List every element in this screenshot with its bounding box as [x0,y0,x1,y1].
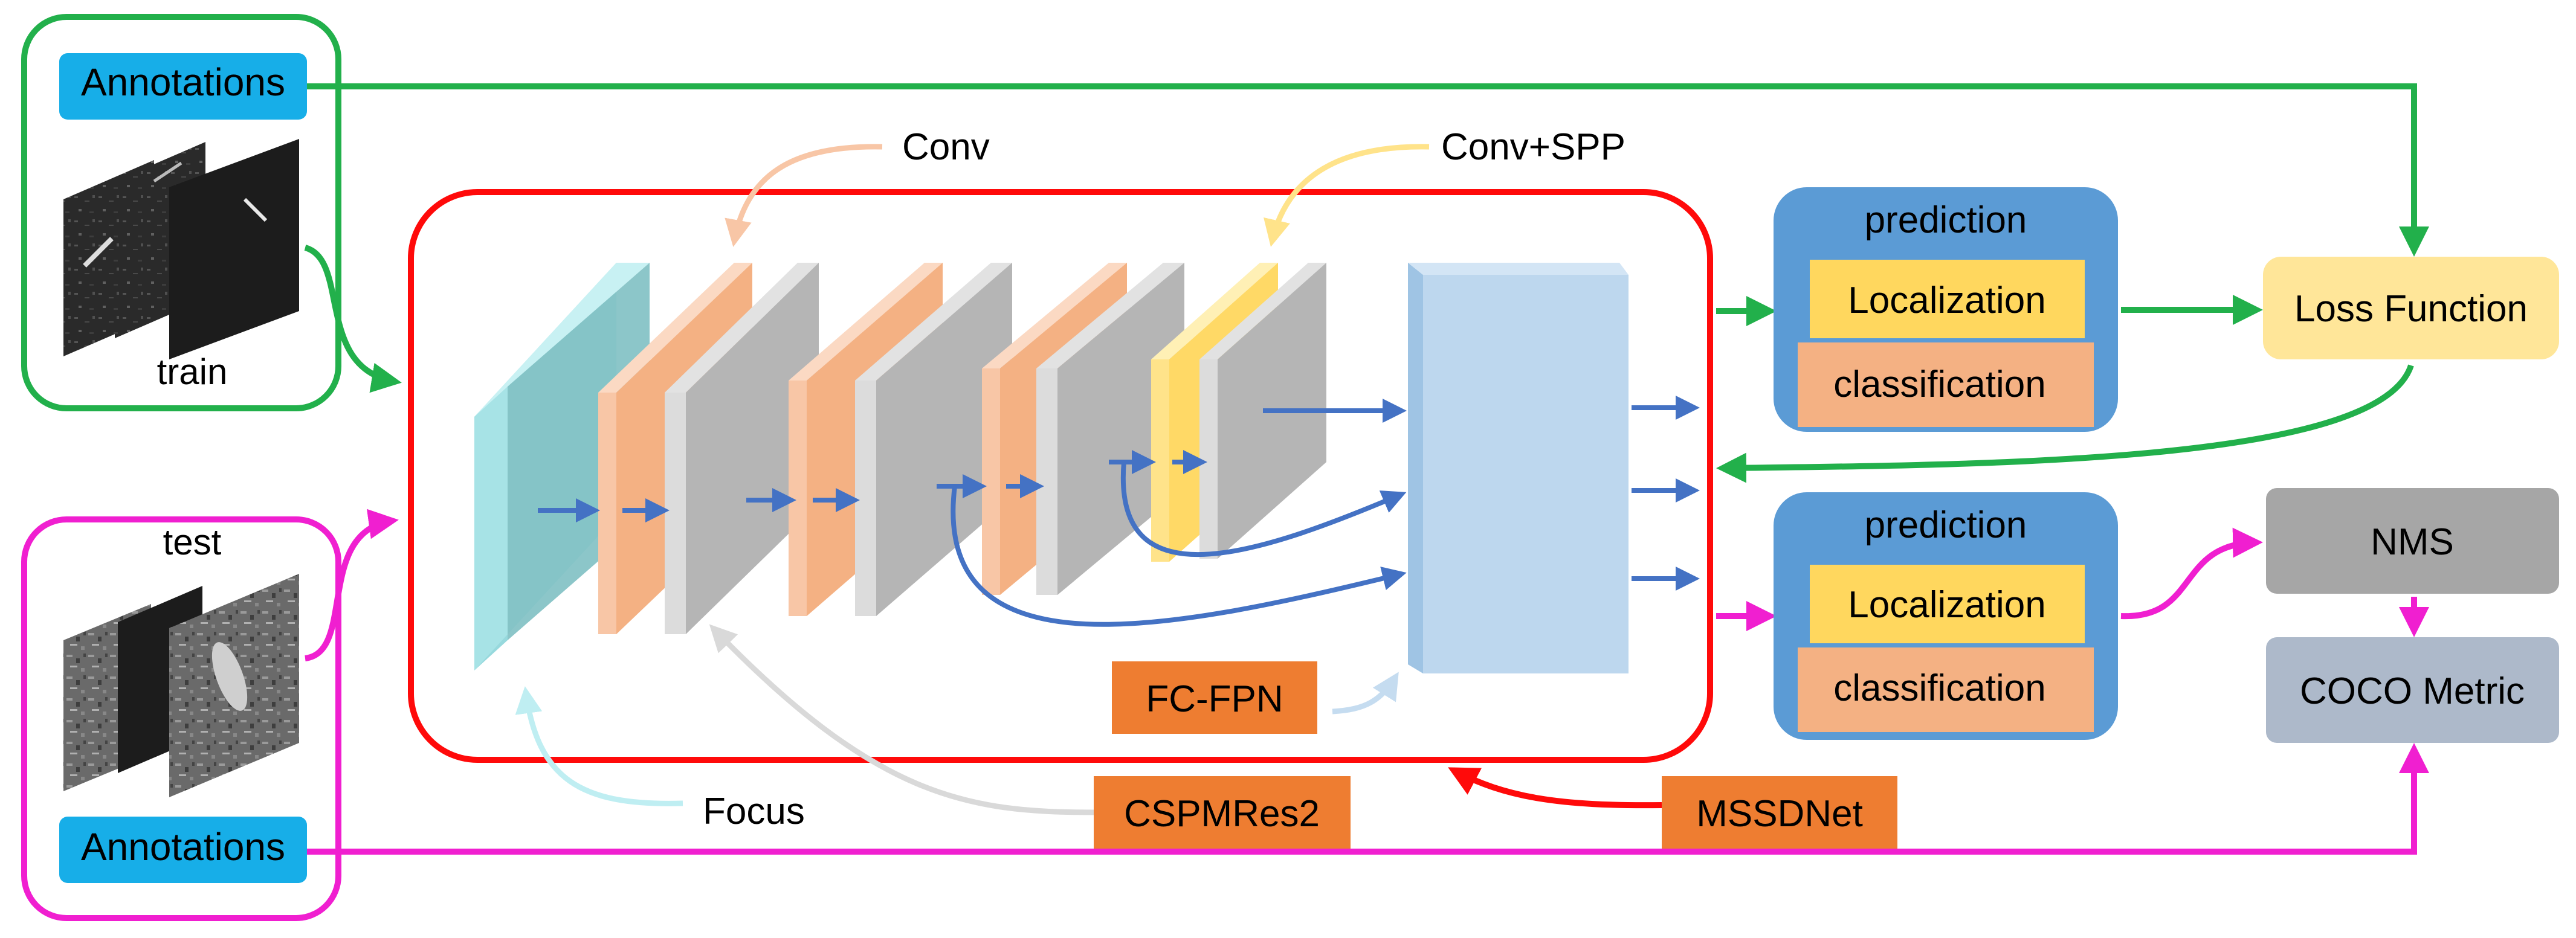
focus-callout-arrow [515,686,683,806]
prediction-head-test[interactable]: prediction Localization classification [1716,492,2118,740]
mssdnet-label: MSSDNet [1696,793,1863,835]
localization-train-label: Localization [1848,280,2045,321]
csp-layer-1-side [665,393,686,634]
train-to-model-arrow [304,245,402,393]
conv-layer-1-top [598,263,752,393]
fpn-input-arrow-2 [1120,461,1407,557]
mssdnet-frame [408,189,1713,763]
conv-layer-2-side [789,381,807,616]
loss-function-label: Loss Function [2294,288,2528,330]
mssdnet-box[interactable] [1662,776,1897,849]
test-input-frame [21,516,341,921]
csp-layer-2-side [855,381,876,616]
nms-label: NMS [2371,521,2454,563]
focus-label: Focus [703,791,805,832]
fpn-block-side [1408,263,1423,673]
train-annotations-to-loss-arrow [307,83,2429,257]
prediction-head-test-title: prediction [1865,504,2027,546]
prediction-head-train-title: prediction [1865,199,2027,241]
test-to-model-arrow [305,509,399,661]
csp-layer-2-top [855,263,1012,381]
cspmres2-box[interactable] [1094,776,1351,849]
conv-layer-2-top [789,263,943,381]
fpn-input-arrow-3 [951,486,1407,627]
train-label: train [157,352,228,392]
spp-layer-side [1151,359,1169,562]
localization-train-box[interactable] [1810,260,2085,338]
conv-layer-1-side [598,393,616,634]
train-images [63,139,299,359]
coco-metric-box[interactable] [2266,637,2559,743]
loss-function-box[interactable] [2263,257,2559,359]
csp-layer-1-top [665,263,819,393]
localization-test-box[interactable] [1810,565,2085,643]
test-label: test [163,522,222,562]
conv-layer-3-top [982,263,1127,368]
conv-spp-label: Conv+SPP [1441,126,1625,168]
fpn-block [1423,275,1629,673]
classification-train-label: classification [1833,364,2045,405]
localization-test-label: Localization [1848,584,2045,626]
backbone-flow-arrows [538,396,1700,627]
test-annotations-box[interactable] [59,817,307,883]
train-ship-mark-1 [83,237,114,268]
train-ship-mark-3 [153,161,182,183]
test-annotations-label: Annotations [81,825,285,869]
csp-layer-3-top [1036,263,1184,368]
train-image-3 [169,139,299,359]
csp-layer-1 [686,263,819,634]
nms-box[interactable] [2266,488,2559,594]
csp-layer-4-side [1199,359,1218,559]
fcfpn-callout-arrow [1332,672,1399,715]
classification-test-label: classification [1833,667,2045,709]
test-ship-mark [211,642,248,711]
train-ship-mark-2 [243,198,268,222]
mssdnet-callout-arrow [1448,767,1662,809]
coco-metric-label: COCO Metric [2300,670,2525,712]
spp-layer-top [1151,263,1278,359]
head-to-nms-arrow [2120,527,2263,620]
csp-layer-4-top [1199,263,1326,359]
conv-spp-callout-arrow [1264,144,1430,247]
train-annotations-box[interactable] [59,53,307,120]
test-annotations-to-coco-arrow [307,743,2429,855]
fcfpn-label: FC-FPN [1146,678,1283,720]
conv-label: Conv [902,126,990,168]
fcfpn-box[interactable] [1112,661,1317,734]
fpn-block-top [1408,263,1629,275]
prediction-head-train[interactable]: prediction Localization classification [1716,187,2118,432]
test-images [63,574,299,797]
cspmres2-callout-arrow [709,624,1094,815]
cspmres2-label: CSPMRes2 [1124,793,1320,835]
train-annotations-label: Annotations [81,60,285,104]
conv-callout-arrow [725,144,883,247]
train-input-frame [21,14,341,411]
loss-feedback-arrow [1716,364,2414,483]
backbone-layers [474,263,1629,673]
classification-train-box[interactable] [1798,342,2094,427]
csp-layer-2 [876,263,1012,616]
csp-layer-3-side [1036,368,1057,595]
classification-test-box[interactable] [1798,647,2094,732]
conv-layer-3-side [982,368,1000,595]
